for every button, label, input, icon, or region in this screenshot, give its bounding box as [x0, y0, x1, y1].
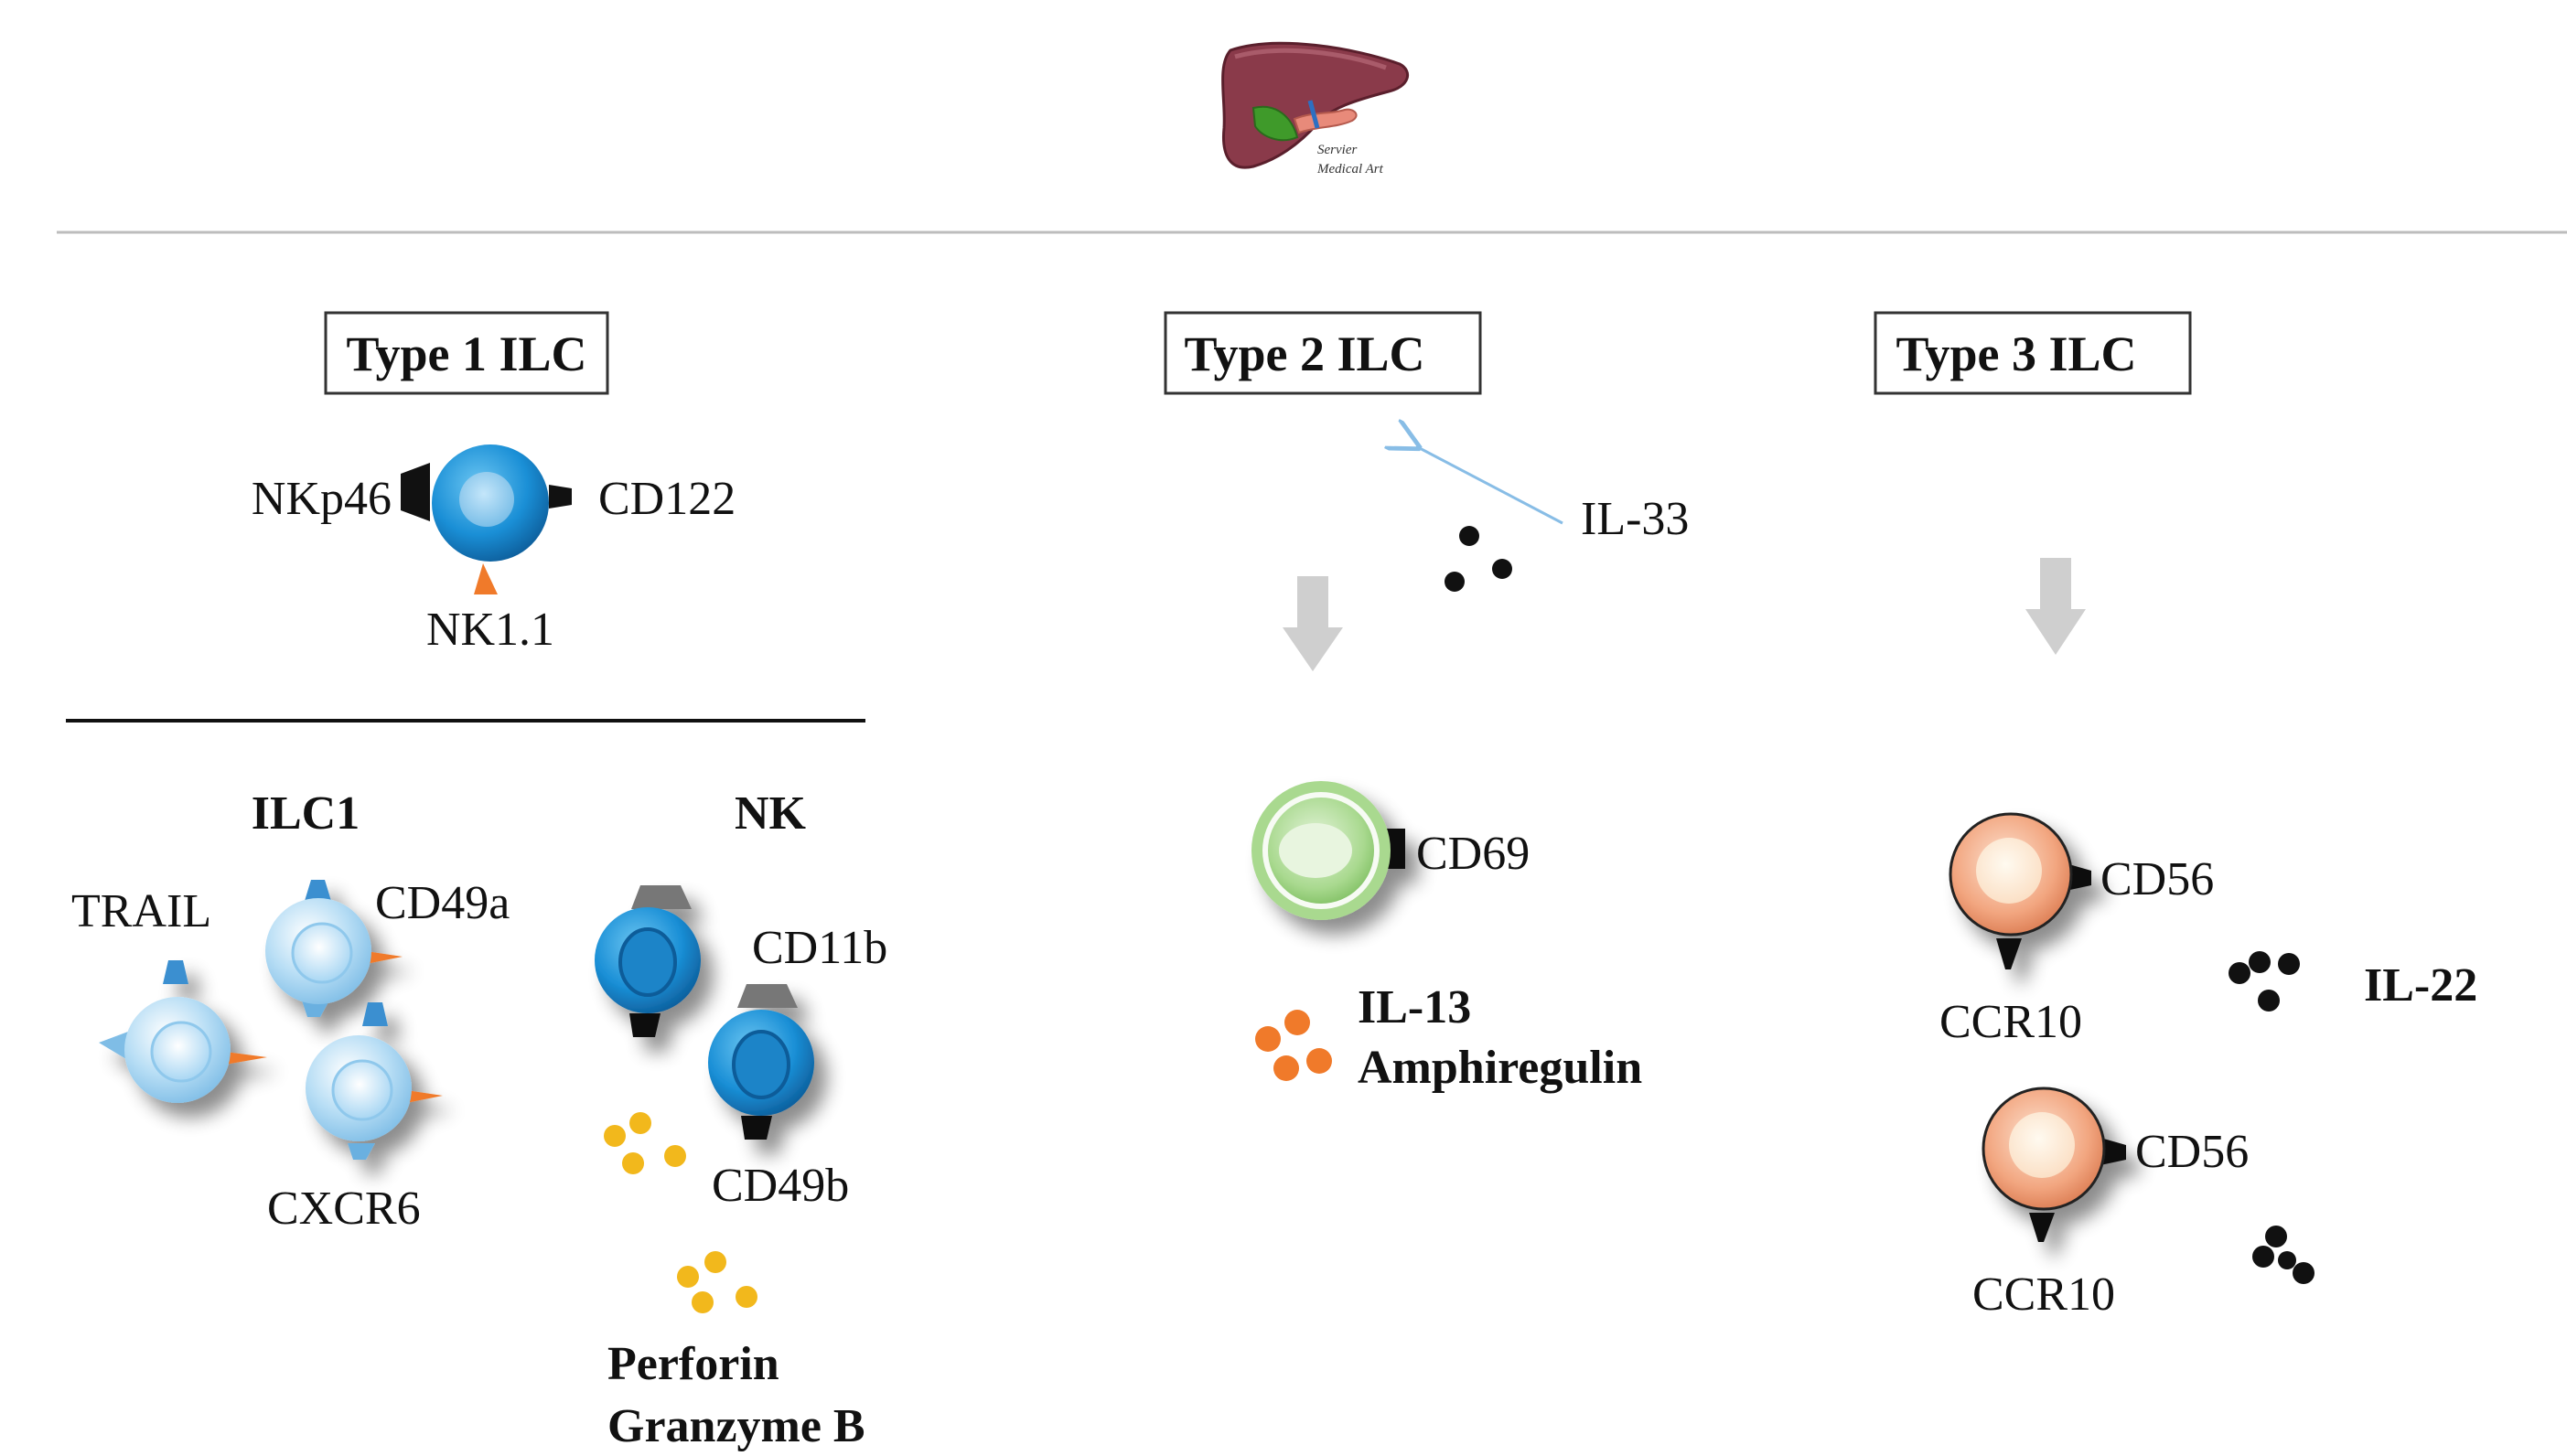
il13-amphiregulin-dots [1255, 1010, 1332, 1081]
il33-arrow [1416, 446, 1563, 525]
nk-cell-top [595, 885, 701, 1037]
perforin-label: Perforin [607, 1338, 779, 1390]
type2-cell [1251, 781, 1405, 920]
ilc1-cell-left [99, 960, 267, 1103]
il33-dots [1445, 526, 1512, 592]
cd49b-label: CD49b [712, 1160, 849, 1212]
type2-title: Type 2 ILC [1184, 327, 1424, 381]
il13-label: IL-13 [1358, 981, 1471, 1033]
type1-cell [401, 444, 572, 594]
il22-dots-top [2229, 951, 2300, 1012]
cd122-label: CD122 [598, 473, 736, 525]
type1-title: Type 1 ILC [346, 327, 586, 381]
nkp46-label: NKp46 [252, 473, 392, 525]
type1-title-box [324, 311, 609, 395]
logo-credit-line2: Medical Art [1316, 162, 1384, 177]
ccr10-top-label: CCR10 [1939, 996, 2082, 1048]
cd11b-label: CD11b [752, 922, 887, 974]
il22-dots-bottom [2252, 1226, 2315, 1284]
type2-down-arrow [1283, 576, 1343, 671]
type3-cell-bottom [1982, 1087, 2126, 1242]
type3-title: Type 3 ILC [1896, 327, 2136, 381]
ilc1-cell-bottom [306, 1002, 443, 1160]
type2-title-box [1164, 311, 1482, 395]
nk-heading: NK [735, 787, 807, 840]
il33-label: IL-33 [1581, 493, 1689, 545]
liver-icon [1221, 41, 1410, 169]
cd69-label: CD69 [1416, 828, 1530, 880]
type3-down-arrow [2025, 558, 2086, 655]
granzyme-label: Granzyme B [607, 1400, 865, 1452]
ilc1-heading: ILC1 [252, 787, 360, 840]
cd49a-label: CD49a [375, 877, 510, 929]
perforin-granzyme-dots [604, 1112, 757, 1313]
cxcr6-label: CXCR6 [267, 1183, 421, 1235]
nk11-label: NK1.1 [426, 604, 554, 656]
ccr10-bottom-label: CCR10 [1972, 1269, 2115, 1321]
type3-title-box [1874, 311, 2192, 395]
il22-label: IL-22 [2364, 959, 2477, 1012]
ilc1-cell-top [265, 880, 403, 1017]
nk-cell-bottom [708, 984, 814, 1140]
cd56-bottom-label: CD56 [2135, 1126, 2249, 1178]
type3-cell-top [1949, 812, 2091, 969]
cd56-top-label: CD56 [2100, 853, 2214, 905]
trail-label: TRAIL [71, 885, 211, 937]
logo-credit-line1: Servier [1317, 143, 1357, 157]
amphiregulin-label: Amphiregulin [1358, 1042, 1642, 1094]
